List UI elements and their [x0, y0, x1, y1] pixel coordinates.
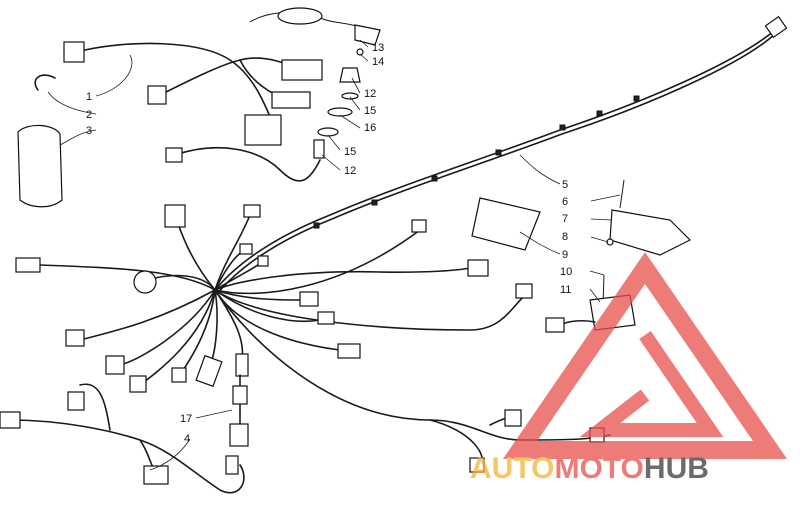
- callout-11: 11: [560, 284, 571, 296]
- upper-left-connector: [164, 204, 186, 228]
- branch-connector: [504, 409, 522, 427]
- connector: [232, 385, 248, 405]
- callout-9: 9: [562, 249, 568, 261]
- branch-connector: [243, 204, 261, 218]
- branch-connector: [411, 219, 427, 233]
- watermark-moto: MOTO: [554, 452, 643, 485]
- branch-connector: [195, 354, 223, 388]
- branch-connector: [171, 367, 187, 383]
- callout-13: 13: [372, 42, 384, 54]
- connector: [229, 423, 249, 447]
- tether-clip: [354, 24, 381, 46]
- branch-connector: [105, 355, 125, 375]
- callout-2: 2: [86, 109, 92, 121]
- loose-parts: [17, 74, 63, 208]
- tether-switch-assembly: [249, 7, 381, 159]
- sleeve: [17, 124, 63, 208]
- screw: [619, 179, 625, 209]
- callout-8: 8: [562, 231, 568, 243]
- clip: [559, 124, 566, 131]
- leader-lines: [47, 39, 621, 471]
- washer: [317, 127, 339, 137]
- automotohub-watermark: AUTOMOTOHUB: [470, 252, 788, 485]
- callout-12-lower: 12: [344, 165, 356, 177]
- callout-10: 10: [560, 266, 572, 278]
- callout-12-upper: 12: [364, 88, 376, 100]
- callout-5: 5: [562, 179, 568, 191]
- connector: [67, 391, 85, 411]
- mid-right-connector: [467, 259, 489, 277]
- watermark-auto: AUTO: [470, 452, 554, 485]
- connector: [165, 147, 183, 163]
- callout-15-upper: 15: [364, 105, 376, 117]
- lower-harness: [0, 374, 249, 494]
- switch: [313, 139, 325, 159]
- branch-connector: [317, 311, 335, 325]
- branch-connector: [235, 353, 249, 377]
- branch-connector: [239, 243, 253, 255]
- branch-connector: [469, 457, 485, 473]
- branch-connector: [337, 343, 361, 359]
- round-connector: [133, 270, 157, 294]
- connector: [545, 317, 565, 333]
- branch-connector: [299, 291, 319, 307]
- tether-cord: [277, 7, 323, 25]
- callout-4: 4: [184, 433, 190, 445]
- clip: [371, 199, 378, 206]
- main-harness-trunk: [214, 15, 788, 295]
- clip: [633, 95, 640, 102]
- branch-connector: [257, 255, 269, 267]
- relay-connector: [244, 114, 282, 146]
- gasket: [327, 107, 353, 117]
- harness-branches: [15, 204, 611, 473]
- clip: [495, 149, 502, 156]
- callout-6: 6: [562, 196, 568, 208]
- branch-connector: [515, 283, 533, 299]
- callout-15-lower: 15: [344, 146, 356, 158]
- control-module: [609, 209, 692, 256]
- trunk-end-connector: [764, 15, 788, 39]
- clamp-ring: [34, 74, 56, 91]
- upper-sub-harness: [63, 41, 323, 182]
- clip: [431, 175, 438, 182]
- callout-7: 7: [562, 213, 568, 225]
- left-connector: [15, 257, 41, 273]
- callout-3: 3: [86, 125, 92, 137]
- connector: [143, 465, 169, 485]
- watermark-hub: HUB: [644, 452, 709, 485]
- branch-connector: [129, 375, 147, 393]
- washer: [341, 92, 359, 100]
- right-modules: [471, 179, 692, 333]
- connector: [225, 455, 239, 475]
- boot: [339, 67, 361, 83]
- callout-17: 17: [180, 413, 192, 425]
- callout-16: 16: [364, 122, 376, 134]
- connector: [63, 41, 85, 63]
- callout-1: 1: [86, 91, 92, 103]
- clip: [596, 110, 603, 117]
- callout-14: 14: [372, 56, 384, 68]
- watermark-triangle-inner: [579, 331, 724, 437]
- connector: [147, 85, 167, 105]
- watermark-triangle: [502, 252, 788, 459]
- watermark-text: AUTOMOTOHUB: [470, 452, 709, 485]
- lower-left-connector: [65, 329, 85, 347]
- nut: [356, 48, 364, 56]
- connector: [0, 411, 21, 429]
- callouts: 1 2 3 4 5 6 7 8 9 10 11 12 12 13 14 15 1…: [86, 42, 572, 445]
- terminal-block: [281, 59, 323, 81]
- clip: [313, 222, 320, 229]
- label-decal: [471, 197, 541, 251]
- terminal-block: [271, 91, 311, 109]
